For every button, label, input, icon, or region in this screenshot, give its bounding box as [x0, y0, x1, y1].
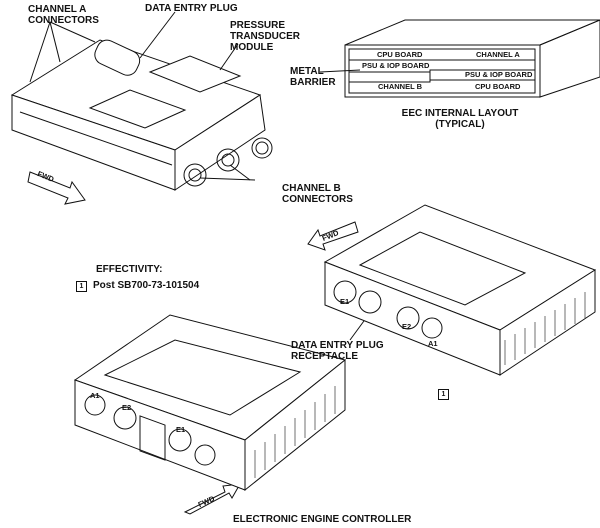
channel-b-label: CHANNEL B [378, 82, 423, 91]
connector-label-e2-bottom: E2 [122, 403, 132, 412]
connector-label-e1: E1 [340, 297, 350, 306]
eec-unit-post-sb-bottom [73, 314, 347, 492]
channel-a-label: CHANNEL A [476, 50, 520, 59]
effectivity-badge: 1 [76, 281, 87, 292]
effectivity-heading: EFFECTIVITY: [96, 264, 163, 275]
connector-label-a1-bottom: A1 [90, 391, 100, 400]
cpu-board-b-label: CPU BOARD [475, 82, 521, 91]
internal-layout-title: EEC INTERNAL LAYOUT(TYPICAL) [401, 108, 519, 130]
effectivity-badge-right: 1 [438, 388, 455, 400]
connector-label-e2: E2 [402, 322, 412, 331]
eec-internal-layout-box [344, 19, 600, 98]
fwd-arrow-3 [183, 483, 241, 515]
psu-iop-board-a-label: PSU & IOP BOARD [362, 61, 430, 70]
effectivity-note: 1 Post SB700-73-101504 [76, 280, 199, 292]
leader-lines [29, 11, 373, 341]
connector-label-e1-bottom: E1 [176, 425, 186, 434]
connector-label-a1: A1 [428, 339, 438, 348]
fwd-arrow-2 [307, 221, 359, 251]
cpu-board-a-label: CPU BOARD [377, 50, 423, 59]
effectivity-text: Post SB700-73-101504 [93, 280, 200, 291]
eec-unit-original [10, 39, 273, 191]
data-entry-plug-label: DATA ENTRY PLUG [145, 3, 238, 14]
fwd-arrow-1 [27, 171, 86, 205]
psu-iop-board-b-label: PSU & IOP BOARD [465, 70, 533, 79]
eec-unit-post-sb-right [323, 204, 597, 376]
caption: ELECTRONIC ENGINE CONTROLLER [233, 514, 412, 525]
